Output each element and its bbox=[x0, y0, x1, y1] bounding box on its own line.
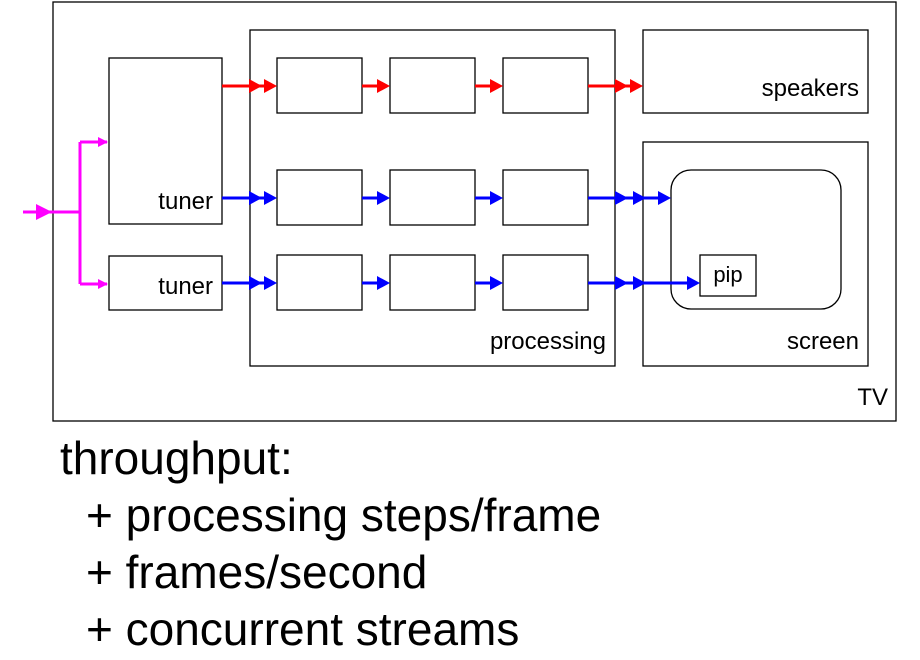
arrowhead bbox=[615, 191, 628, 205]
arrowhead bbox=[630, 79, 643, 93]
screen-label: screen bbox=[787, 328, 859, 355]
arrowhead bbox=[615, 276, 628, 290]
step-box bbox=[389, 57, 476, 114]
notes-item: + processing steps/frame bbox=[86, 489, 602, 541]
tv-diagram: TV tuner tuner processing speakers scree… bbox=[23, 1, 897, 422]
pip-label: pip bbox=[713, 262, 742, 287]
step-box bbox=[502, 57, 589, 114]
notes-item: + frames/second bbox=[86, 546, 428, 598]
arrowhead bbox=[615, 79, 628, 93]
arrowhead bbox=[490, 276, 503, 290]
speakers-box bbox=[642, 29, 869, 114]
input-arrowhead bbox=[36, 204, 52, 220]
notes-heading: throughput: bbox=[60, 432, 293, 484]
pip-box bbox=[699, 254, 757, 297]
video-arrows bbox=[222, 191, 700, 290]
tuner-box-1 bbox=[108, 57, 223, 225]
arrowhead bbox=[490, 191, 503, 205]
notes-item: + concurrent streams bbox=[86, 603, 520, 655]
arrowhead bbox=[633, 276, 646, 290]
arrowhead bbox=[264, 276, 277, 290]
arrowhead bbox=[249, 276, 262, 290]
step-box bbox=[276, 57, 363, 114]
arrowhead bbox=[377, 276, 390, 290]
step-box bbox=[276, 169, 363, 226]
processing-steps bbox=[276, 57, 589, 311]
step-box bbox=[502, 254, 589, 311]
tuner-label-1: tuner bbox=[158, 188, 213, 215]
audio-arrows bbox=[222, 79, 643, 93]
arrowhead bbox=[249, 79, 262, 93]
processing-label: processing bbox=[490, 328, 606, 355]
arrowhead bbox=[377, 79, 390, 93]
step-box bbox=[502, 169, 589, 226]
tv-label: TV bbox=[857, 384, 888, 411]
arrowhead bbox=[687, 276, 700, 290]
arrowhead bbox=[377, 191, 390, 205]
step-box bbox=[276, 254, 363, 311]
tuner-label-2: tuner bbox=[158, 273, 213, 300]
step-box bbox=[389, 169, 476, 226]
arrowhead bbox=[658, 191, 671, 205]
arrowhead bbox=[264, 79, 277, 93]
arrowhead bbox=[490, 79, 503, 93]
arrowhead bbox=[633, 191, 646, 205]
throughput-notes: throughput: + processing steps/frame + f… bbox=[60, 430, 601, 658]
step-box bbox=[389, 254, 476, 311]
arrowhead bbox=[264, 191, 277, 205]
tuner-box-2 bbox=[108, 255, 223, 311]
arrowhead bbox=[249, 191, 262, 205]
speakers-label: speakers bbox=[762, 75, 859, 102]
